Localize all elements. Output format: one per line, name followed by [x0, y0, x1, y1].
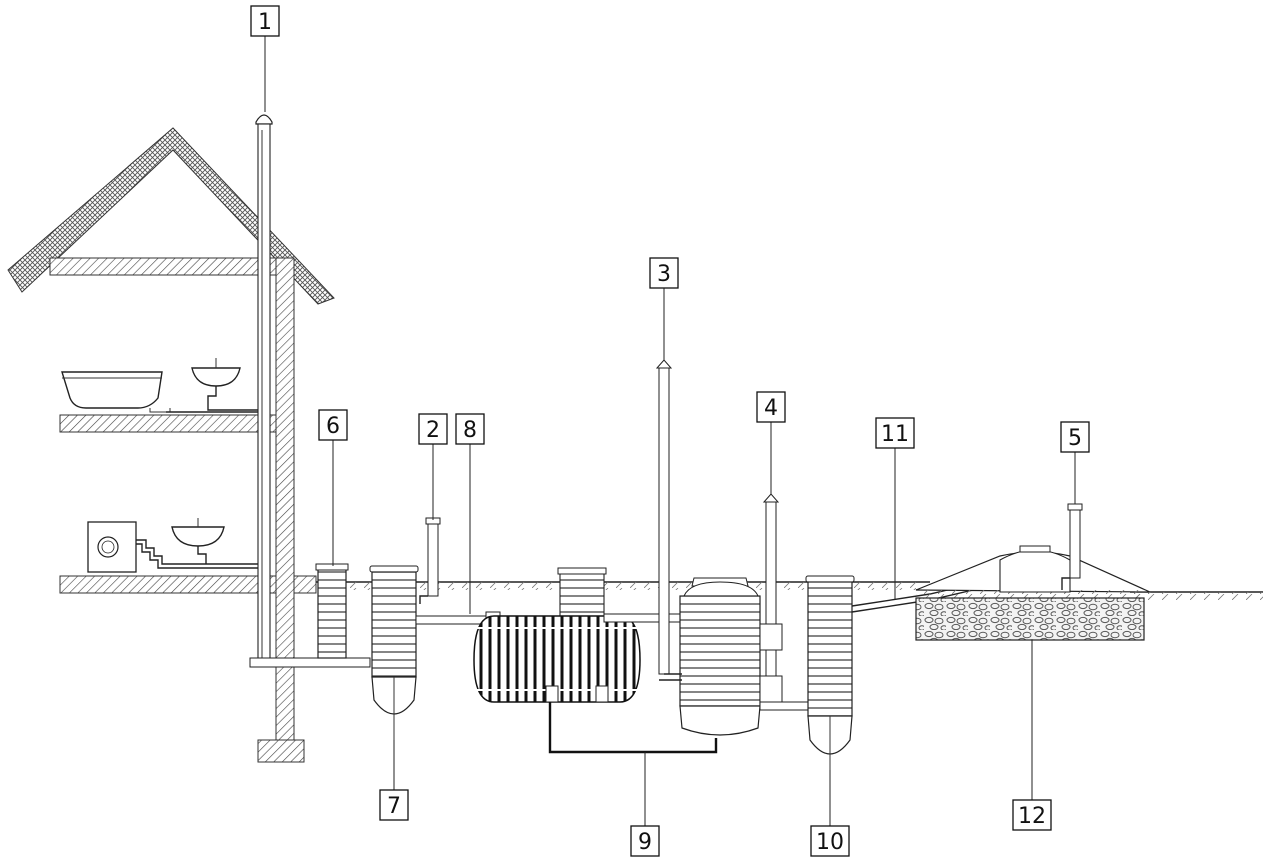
ground-floor-ext — [293, 575, 317, 594]
filter-tank-7 — [369, 565, 419, 740]
label-3: 3 — [649, 257, 679, 289]
label-4: 4 — [756, 391, 786, 423]
vent-stack — [249, 114, 371, 668]
bathtub — [61, 371, 163, 409]
svg-text:2: 2 — [426, 418, 440, 443]
pump-tank-10 — [805, 575, 855, 770]
upper-sink — [191, 367, 241, 387]
number-labels: 1 2 8 3 4 5 6 11 — [250, 5, 1090, 857]
vent-pipe-4 — [759, 493, 811, 711]
svg-text:11: 11 — [881, 422, 909, 447]
vent-pipe-3 — [655, 359, 682, 681]
label-8: 8 — [455, 413, 485, 445]
house — [7, 127, 335, 763]
svg-text:1: 1 — [258, 10, 272, 35]
svg-text:3: 3 — [657, 262, 671, 287]
svg-text:8: 8 — [463, 418, 477, 443]
label-9: 9 — [630, 825, 660, 857]
label-12: 12 — [1012, 799, 1052, 831]
svg-text:10: 10 — [816, 830, 844, 855]
recirculation-line-9 — [548, 702, 718, 754]
label-2: 2 — [418, 413, 448, 445]
biological-tank — [679, 577, 761, 736]
infiltration-mound — [915, 503, 1151, 641]
svg-text:9: 9 — [638, 830, 652, 855]
vent-pipe-2 — [419, 517, 441, 604]
svg-text:7: 7 — [387, 794, 401, 819]
lower-sink — [171, 526, 225, 547]
label-5: 5 — [1060, 421, 1090, 453]
svg-text:5: 5 — [1068, 426, 1082, 451]
label-1: 1 — [250, 5, 280, 37]
wall-footing — [257, 739, 305, 763]
inspection-shaft-6 — [315, 563, 349, 659]
ground-floor — [59, 575, 277, 594]
label-10: 10 — [810, 825, 850, 857]
roof — [7, 127, 335, 305]
house-wall — [275, 257, 295, 741]
label-6: 6 — [318, 409, 348, 441]
svg-text:4: 4 — [764, 396, 778, 421]
washing-machine-icon — [87, 521, 137, 573]
label-7: 7 — [379, 789, 409, 821]
upper-floor — [59, 414, 277, 433]
svg-text:12: 12 — [1018, 804, 1046, 829]
leader-lines — [264, 36, 1076, 826]
attic-floor — [49, 257, 277, 276]
label-11: 11 — [875, 417, 915, 449]
gravel-bed-12 — [915, 597, 1145, 641]
horizontal-tank-8 — [473, 567, 641, 703]
svg-text:6: 6 — [326, 414, 340, 439]
